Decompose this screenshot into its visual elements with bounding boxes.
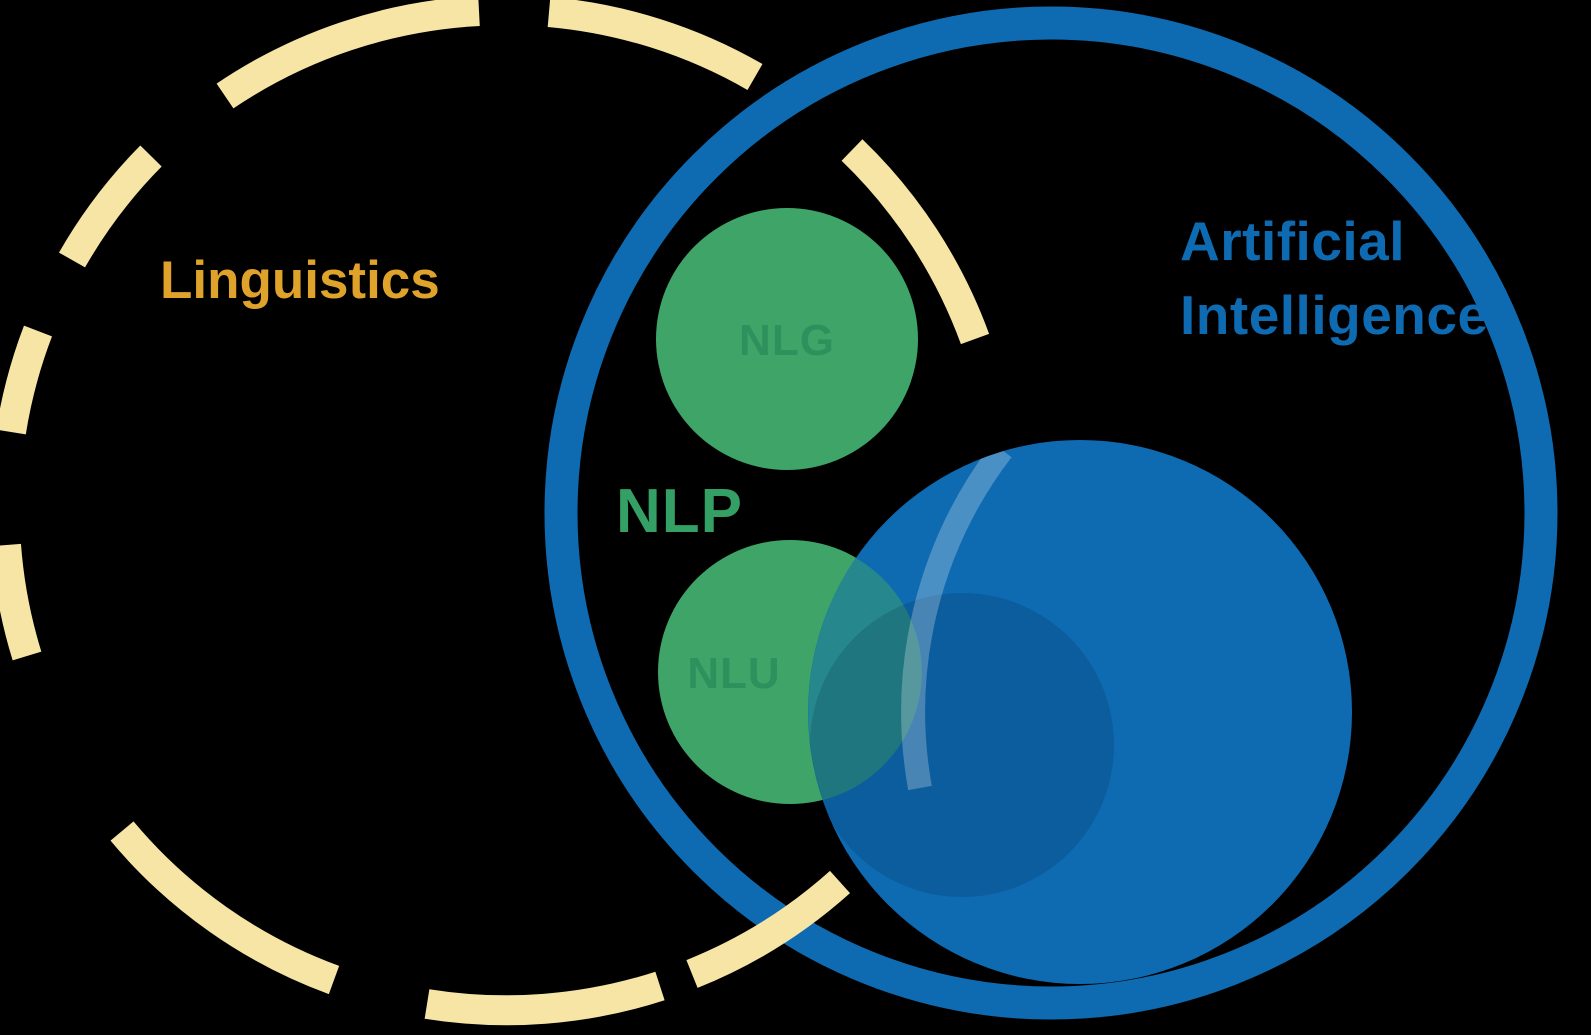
- highlight-arc: [901, 442, 1012, 791]
- linguistics-set-label: Linguistics: [160, 251, 440, 310]
- ai-set-label-line2: Intelligence: [1180, 284, 1489, 346]
- nlg-label: NLG: [739, 316, 835, 365]
- nlu-ml-overlap-lens: [808, 558, 922, 800]
- ml-circle: [808, 440, 1352, 984]
- nlg-circle: [656, 208, 918, 470]
- ai-set-label-line1: Artificial: [1180, 210, 1405, 272]
- nlu-label: NLU: [687, 649, 780, 698]
- inner-dark-circle: [810, 593, 1114, 897]
- ai-circle: [544, 6, 1558, 1020]
- nlp-set-label: NLP: [616, 477, 743, 546]
- linguistics-dashed-ring: [0, 0, 990, 1026]
